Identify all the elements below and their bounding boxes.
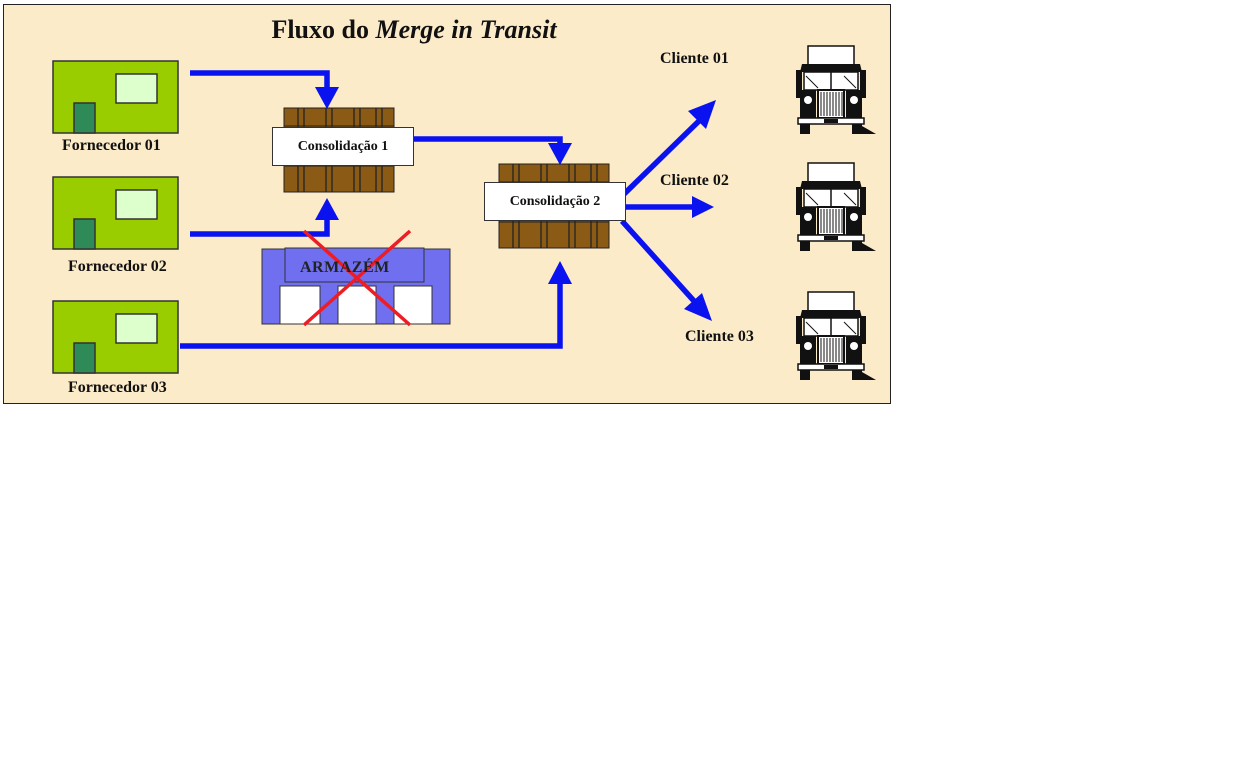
factory-icon <box>52 60 179 134</box>
supplier-label-02: Fornecedor 02 <box>68 258 167 275</box>
truck-icon <box>795 45 877 135</box>
truck-icon <box>795 291 877 381</box>
merge-in-transit-diagram: Fluxo do Merge in Transit Fornecedor 01 … <box>3 4 891 404</box>
factory-icon <box>52 176 179 250</box>
supplier-label-01: Fornecedor 01 <box>62 137 161 154</box>
supplier-label-03: Fornecedor 03 <box>68 379 167 396</box>
arrow-heads <box>315 87 716 321</box>
consolidation-box-1: Consolidação 1 <box>272 127 414 166</box>
client-label-03: Cliente 03 <box>685 328 754 345</box>
truck-icon <box>795 162 877 252</box>
client-label-02: Cliente 02 <box>660 172 729 189</box>
factory-icon <box>52 300 179 374</box>
client-label-01: Cliente 01 <box>660 50 729 66</box>
cross-icon <box>302 229 412 327</box>
consolidation-box-2: Consolidação 2 <box>484 182 626 221</box>
diagram-graphics <box>52 45 877 381</box>
warehouse-label: ARMAZÉM <box>300 259 390 276</box>
diagram-title: Fluxo do Merge in Transit <box>271 15 557 44</box>
